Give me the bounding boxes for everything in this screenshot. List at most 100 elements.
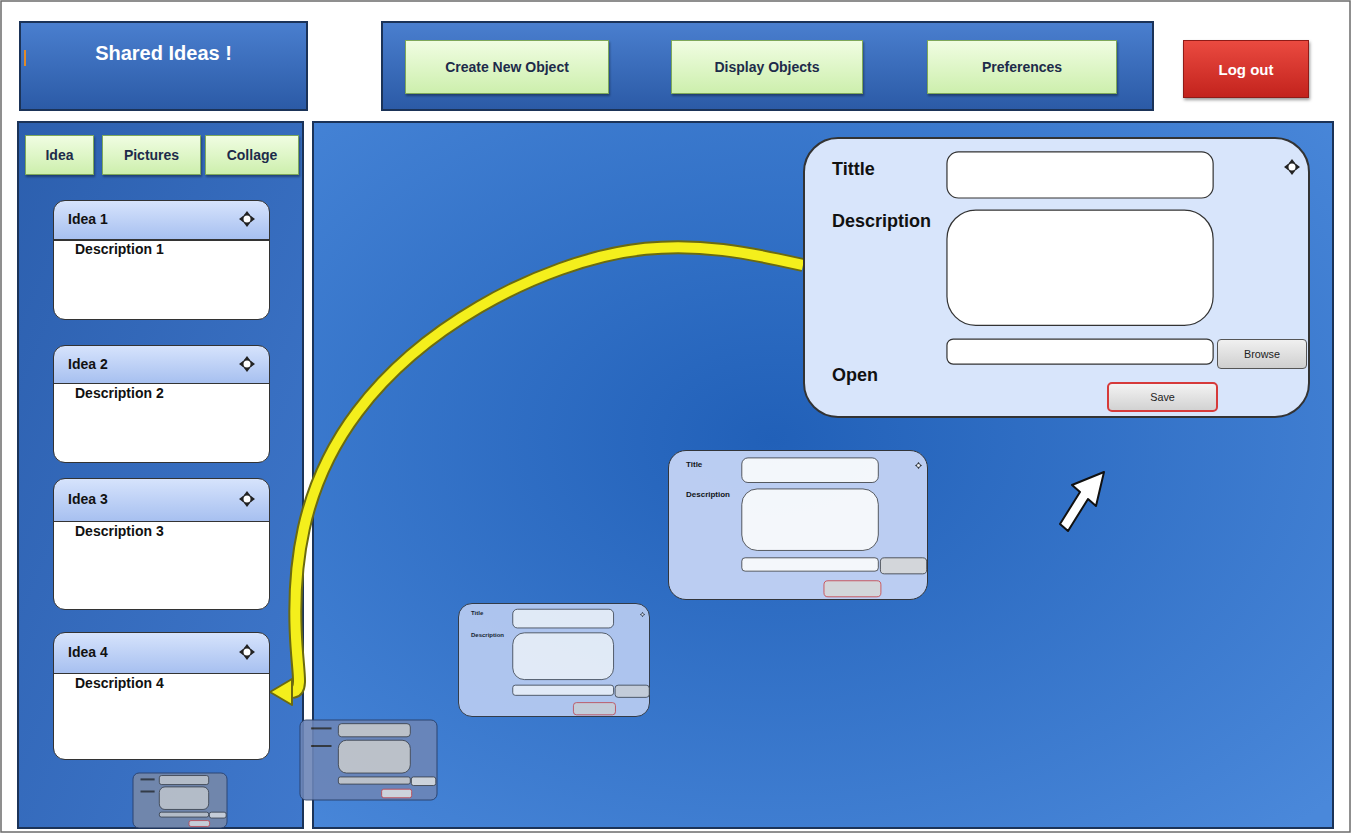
input-field [513, 685, 614, 695]
button-label: Preferences [982, 59, 1062, 75]
move-icon [239, 211, 255, 227]
form-copy: TitleDescription [458, 603, 650, 717]
idea-title: Idea 4 [68, 644, 108, 660]
button-label: Pictures [124, 147, 179, 163]
idea-card: Idea 4 Description 4 [53, 632, 270, 760]
idea-description: Description 1 [75, 241, 164, 257]
idea-card: Idea 1Description 1 [53, 200, 270, 320]
move-icon [239, 491, 255, 507]
input-field [159, 787, 208, 810]
tab-button: Idea [25, 135, 94, 175]
field-label: Tittle [832, 159, 875, 180]
app-title-box: Shared Ideas ! [20, 22, 307, 110]
button-label: Collage [227, 147, 278, 163]
tab-button: Collage [205, 135, 299, 175]
mini-button [411, 777, 435, 786]
form-copy: TitleDescription [668, 450, 928, 600]
button-label: Idea [45, 147, 73, 163]
input-field [159, 776, 208, 785]
mini-button [615, 685, 649, 697]
browse-button: Browse [1217, 339, 1307, 369]
button-label: Browse [1244, 348, 1280, 360]
move-icon [239, 644, 255, 660]
move-icon-ring [243, 648, 251, 656]
field-label: Description [471, 632, 504, 638]
idea-description: Description 4 [75, 675, 164, 691]
idea-description: Description 2 [75, 385, 164, 401]
form-fields [805, 139, 1312, 420]
move-icon-ring [641, 613, 644, 616]
mini-label-line [311, 745, 332, 747]
button-label: Create New Object [445, 59, 569, 75]
mini-button [189, 821, 210, 827]
brand-panel [20, 22, 307, 110]
idea-card: Idea 2 Description 2 [53, 345, 270, 463]
input-field [947, 210, 1213, 325]
move-icon-ring [243, 495, 251, 503]
move-icon-ring [917, 464, 921, 468]
move-icon-ring [243, 215, 251, 223]
input-field [742, 558, 879, 571]
button-label: Shared Ideas ! [95, 42, 232, 110]
tab-button: Pictures [102, 135, 201, 175]
move-icon [239, 356, 255, 372]
mini-button [573, 703, 615, 715]
arrow-head [270, 679, 292, 705]
menu-button: Display Objects [671, 40, 863, 94]
mini-button [382, 789, 412, 798]
field-label: Description [832, 211, 931, 232]
input-field [338, 740, 410, 773]
menu-button: Create New Object [405, 40, 609, 94]
input-field [742, 489, 879, 551]
move-icon-arrows [640, 612, 645, 617]
form-copy-outline [300, 720, 437, 800]
move-icon-arrows [915, 462, 922, 469]
mouse-cursor [1060, 472, 1104, 531]
input-field [947, 339, 1213, 364]
move-icon [640, 612, 645, 617]
input-field [947, 152, 1213, 198]
field-label: Title [686, 460, 702, 469]
input-field [338, 777, 410, 784]
button-label: Save [1150, 391, 1175, 403]
button-label: Log out [1219, 61, 1274, 78]
mini-button [880, 558, 926, 574]
idea-card: Idea 3Description 3 [53, 478, 270, 610]
form-fields [459, 604, 651, 718]
text-caret [24, 50, 26, 66]
move-icon-arrows [1284, 159, 1300, 175]
input-field [159, 812, 208, 817]
field-label: Title [471, 610, 483, 616]
input-field [513, 633, 614, 680]
button-label: Display Objects [714, 59, 819, 75]
mini-label-line [141, 791, 155, 793]
menu-button: Preferences [927, 40, 1117, 94]
mini-label-line [141, 778, 155, 780]
move-icon-arrows [239, 491, 255, 507]
move-icon-ring [1288, 163, 1296, 171]
mini-label-line [311, 727, 332, 729]
save-button: Save [1107, 382, 1218, 412]
sidebar-panel [18, 122, 303, 828]
move-icon [915, 462, 922, 469]
idea-title: Idea 2 [68, 356, 108, 372]
form-copy-small [300, 720, 437, 800]
toolbar-panel [382, 22, 1153, 110]
form-copy-small [133, 773, 227, 828]
logout-button: Log out [1183, 40, 1309, 98]
main-canvas [313, 122, 1333, 828]
move-icon-ring [243, 360, 251, 368]
move-icon-arrows [239, 356, 255, 372]
idea-description: Description 3 [75, 523, 164, 539]
input-field [338, 724, 410, 737]
idea-form: TittleDescriptionOpenBrowseSave [803, 137, 1310, 418]
form-fields [669, 451, 929, 601]
move-icon-arrows [239, 211, 255, 227]
input-field [742, 458, 879, 483]
field-label: Description [686, 490, 730, 499]
input-field [513, 609, 614, 628]
move-icon [1284, 159, 1300, 175]
